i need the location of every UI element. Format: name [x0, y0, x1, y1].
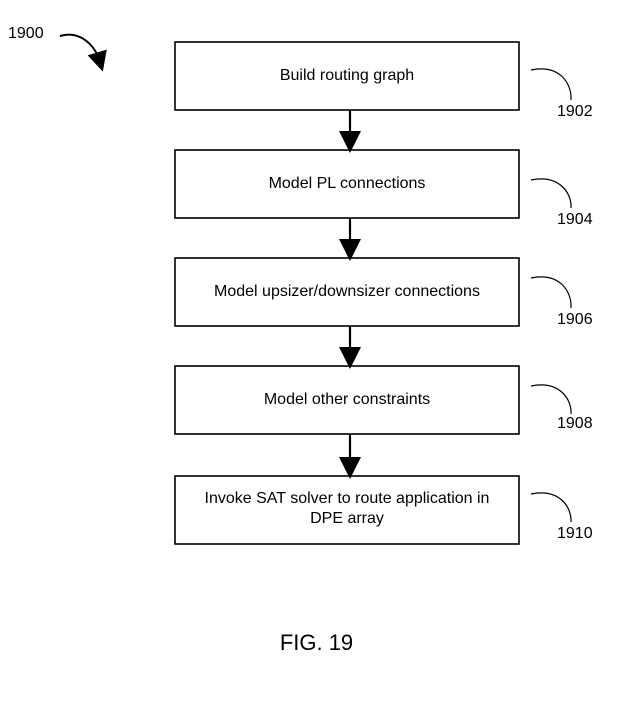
ref-numeral-1906: 1906 [557, 311, 593, 328]
step-label-1906: Model upsizer/downsizer connections [214, 283, 480, 300]
leader-1906 [530, 276, 572, 309]
step-label-1904: Model PL connections [268, 175, 426, 192]
step-box-1908 [174, 365, 520, 435]
ref-numeral-1902: 1902 [557, 103, 593, 120]
ref-numeral-1910: 1910 [557, 525, 593, 542]
figure-number: 1900 [8, 25, 44, 42]
figure-caption: FIG. 19 [279, 630, 354, 655]
leader-1910 [530, 492, 572, 523]
step-box-1904 [174, 149, 520, 219]
ref-numeral-1908: 1908 [557, 415, 593, 432]
step-box-1902 [174, 41, 520, 111]
step-label-1902: Build routing graph [279, 67, 415, 84]
leader-1908 [530, 384, 572, 415]
leader-1904 [530, 178, 572, 209]
ref-numeral-1904: 1904 [557, 211, 593, 228]
step-label-1908: Model other constraints [263, 391, 431, 408]
step-label-1910: Invoke SAT solver to route application i… [204, 490, 490, 527]
leader-1902 [530, 68, 572, 101]
figure-pointer-arrow [59, 33, 107, 72]
step-box-1910 [174, 475, 520, 545]
